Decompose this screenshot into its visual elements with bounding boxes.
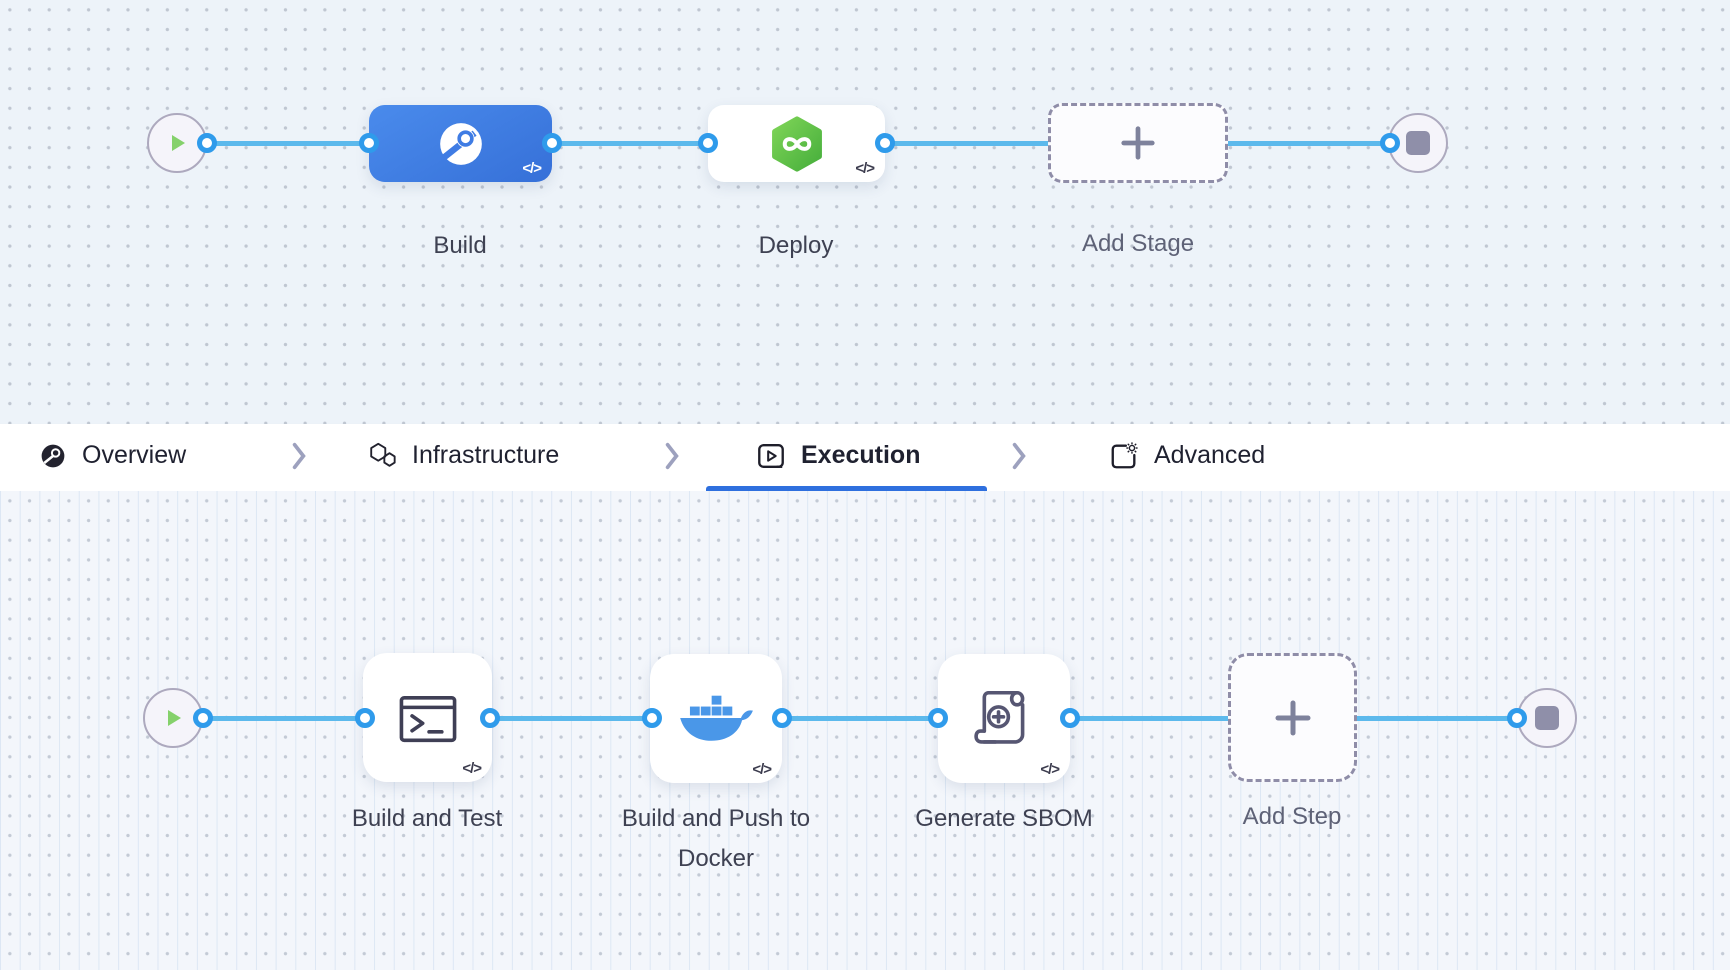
plus-icon	[1121, 126, 1155, 160]
sbom-scroll-icon	[974, 690, 1025, 744]
pipeline-start-node	[147, 113, 207, 173]
tab-infrastructure[interactable]: Infrastructure	[367, 424, 559, 487]
steps-start-node	[143, 688, 203, 748]
tab-overview[interactable]: Overview	[39, 424, 186, 487]
add-step-label: Add Step	[1242, 803, 1342, 830]
ci-build-icon	[439, 122, 482, 165]
stop-icon	[1406, 131, 1430, 155]
stage-node-build[interactable]: </>	[369, 105, 552, 182]
stage-label-deploy: Deploy	[758, 232, 834, 259]
execution-play-icon	[758, 443, 784, 468]
cd-deploy-icon	[771, 115, 822, 172]
connector-port[interactable]	[193, 708, 213, 728]
step-node-build-and-test[interactable]: </>	[363, 653, 492, 782]
code-view-badge[interactable]: </>	[855, 160, 875, 177]
connector-port[interactable]	[355, 708, 375, 728]
play-icon	[168, 710, 181, 726]
tab-advanced[interactable]: Advanced	[1109, 424, 1265, 487]
connector-port[interactable]	[197, 133, 217, 153]
connector-port[interactable]	[1507, 708, 1527, 728]
chevron-right-icon	[292, 442, 306, 470]
tab-label: Advanced	[1154, 441, 1266, 469]
code-view-badge[interactable]: </>	[1040, 761, 1060, 778]
add-stage-label: Add Stage	[1081, 230, 1195, 257]
plus-icon	[1275, 700, 1310, 735]
step-node-generate-sbom[interactable]: </>	[938, 654, 1070, 783]
step-label-build-and-push-to-docker: Build and Push to Docker	[621, 805, 811, 872]
connector-port[interactable]	[542, 133, 562, 153]
connector-port[interactable]	[642, 708, 662, 728]
chevron-right-icon	[1012, 442, 1026, 470]
stage-node-deploy[interactable]: </>	[708, 105, 885, 182]
chevron-right-icon	[665, 442, 679, 470]
connector-port[interactable]	[1380, 133, 1400, 153]
stage-label-build: Build	[433, 232, 487, 259]
docker-icon	[680, 695, 753, 741]
active-tab-underline	[706, 486, 987, 491]
stage-config-tabbar: Overview Infrastructure Execution	[0, 424, 1730, 491]
connector-port[interactable]	[928, 708, 948, 728]
stage-canvas[interactable]: </> </>	[0, 0, 1730, 424]
steps-end-node	[1517, 688, 1577, 748]
step-label-generate-sbom: Generate SBOM	[915, 805, 1093, 832]
connector-port[interactable]	[698, 133, 718, 153]
stop-icon	[1535, 706, 1559, 730]
tab-label: Execution	[801, 441, 921, 469]
tab-label: Infrastructure	[412, 441, 560, 469]
pipeline-overview-icon	[41, 444, 65, 467]
add-stage-button[interactable]	[1048, 103, 1228, 183]
connector-port[interactable]	[359, 133, 379, 153]
code-view-badge[interactable]: </>	[752, 761, 772, 778]
connector-port[interactable]	[772, 708, 792, 728]
tab-execution[interactable]: Execution	[756, 424, 920, 487]
step-connector-line	[173, 716, 1517, 721]
step-label-build-and-test: Build and Test	[351, 805, 503, 832]
connector-port[interactable]	[875, 133, 895, 153]
infrastructure-hexagons-icon	[370, 442, 396, 467]
code-view-badge[interactable]: </>	[522, 160, 542, 177]
execution-step-canvas[interactable]: </> </>	[0, 491, 1730, 970]
step-node-build-and-push-to-docker[interactable]: </>	[650, 654, 782, 783]
tab-label: Overview	[82, 441, 187, 469]
add-step-button[interactable]	[1228, 653, 1357, 782]
connector-port[interactable]	[1060, 708, 1080, 728]
play-icon	[172, 135, 185, 151]
advanced-settings-icon	[1111, 441, 1138, 468]
run-terminal-icon	[399, 695, 456, 742]
connector-port[interactable]	[480, 708, 500, 728]
code-view-badge[interactable]: </>	[462, 760, 482, 777]
